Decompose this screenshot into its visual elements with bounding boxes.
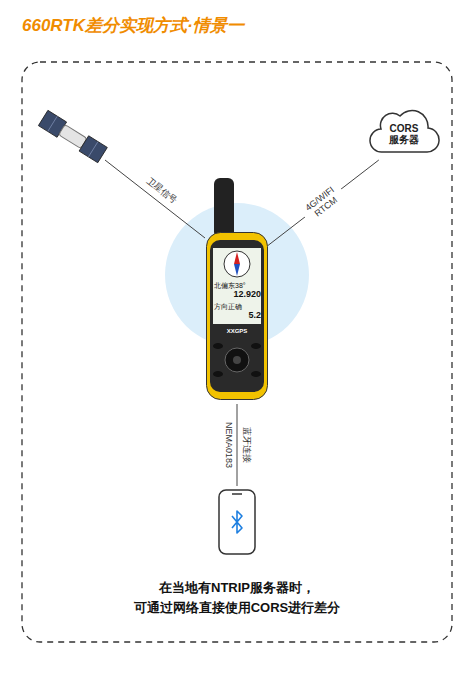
signal-line: [105, 160, 205, 238]
cloud-outline: [370, 111, 439, 153]
bluetooth-symbol: [232, 511, 242, 533]
phone-notch: [232, 493, 242, 495]
cloud-label: CORS 服务器: [386, 123, 422, 145]
phone-icon: [219, 490, 255, 554]
panel-line: [88, 142, 98, 157]
device-casing: [207, 233, 268, 400]
device-frame: [210, 240, 264, 392]
side-button: [251, 371, 261, 377]
dashed-frame: [22, 62, 452, 642]
side-button: [213, 343, 223, 349]
screen-reading: 12.920: [233, 290, 261, 300]
device-screen: [213, 248, 261, 324]
antenna: [214, 178, 234, 238]
signal-label: NEMA0183: [223, 422, 233, 468]
compass-dial: [224, 251, 250, 277]
bluetooth-line: [237, 404, 238, 486]
screen-reading: 北偏东38°: [214, 282, 246, 290]
screen-reading: XXGPS: [206, 328, 268, 335]
signal-connector: [268, 160, 379, 245]
diagram-title: 660RTK差分实现方式·情景一: [22, 14, 244, 37]
screen-reading: 方向正确: [214, 303, 242, 311]
satellite-icon: [38, 110, 107, 162]
screen-reading: 5.2: [248, 311, 261, 321]
gps-device: 北偏东38°12.920 方向正确 5.2XXGPS: [206, 232, 268, 400]
side-button: [213, 371, 223, 377]
caption-text: 在当地有NTRIP服务器时， 可通过网络直接使用CORS进行差分: [100, 578, 374, 617]
compass-needle: [234, 252, 240, 264]
edge-label: 4G/WIFI RTCM: [298, 180, 348, 226]
side-button: [251, 343, 261, 349]
center-button: [233, 356, 241, 364]
signal-label: 卫星信号: [144, 176, 178, 206]
solar-panel: [79, 136, 107, 163]
panel-line: [48, 116, 58, 131]
compass-needle: [234, 264, 240, 276]
cloud-node: CORS 服务器: [368, 106, 440, 160]
dpad-button: [225, 348, 249, 372]
signal-label: 蓝牙连接: [241, 427, 251, 463]
